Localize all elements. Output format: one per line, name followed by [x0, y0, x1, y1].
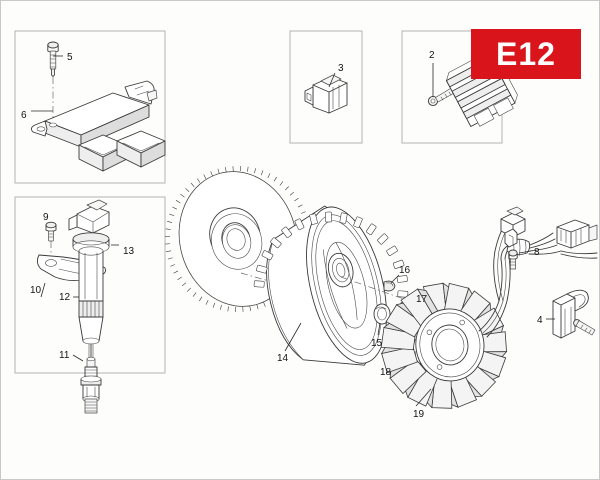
callout-15: 15: [371, 338, 383, 349]
ring-gear-hub: [209, 207, 263, 270]
pickup-sensor-bolt: [508, 249, 518, 270]
callout-19: 19: [413, 409, 425, 420]
bracket-bolt-4: [573, 319, 596, 336]
ecu-assembly: [30, 41, 166, 172]
spark-plug: [80, 356, 102, 414]
harness-connector: [556, 219, 598, 249]
ignition-coil-assembly: [68, 199, 110, 362]
washer: [373, 303, 391, 336]
ecu-connector-blocks: [78, 130, 166, 172]
stator-leader: [415, 388, 432, 407]
ecu-side-right: [80, 104, 150, 148]
relay-box: [289, 30, 363, 144]
page-code-badge: E12: [471, 29, 581, 79]
callout-9: 9: [43, 212, 49, 223]
callout-6: 6: [21, 110, 27, 121]
bracket-bolt: [45, 221, 57, 242]
callout-16: 16: [399, 265, 411, 276]
callout-8: 8: [534, 247, 540, 258]
callout-3: 3: [338, 63, 344, 74]
wire-clamp-bracket: [546, 289, 596, 339]
woodruff-key: [383, 274, 400, 292]
callout-4: 4: [537, 315, 543, 326]
pickup-sensor: [500, 206, 532, 270]
flywheel-rotor: [253, 205, 409, 366]
rotor-hub: [327, 252, 354, 288]
callout-10: 10: [30, 285, 42, 296]
callout-5: 5: [67, 52, 73, 63]
coil-body: [78, 250, 104, 302]
callout-17: 17: [416, 294, 428, 305]
callout-14: 14: [277, 353, 289, 364]
callout-18: 18: [380, 367, 392, 378]
callout-2: 2: [429, 50, 435, 61]
relay-unit: [304, 72, 348, 114]
stator-hub-plate: [415, 308, 485, 382]
ecu-mounting-bolt: [47, 41, 59, 77]
callout-12: 12: [59, 292, 71, 303]
ecu-connector-shroud: [124, 80, 155, 105]
rotor-trigger-slots: [253, 211, 409, 314]
callout-13: 13: [123, 246, 135, 257]
callout-11: 11: [59, 350, 70, 361]
stator-assembly: [380, 282, 508, 409]
ecu-box: [14, 30, 166, 184]
ignition-assembly: [36, 199, 119, 414]
